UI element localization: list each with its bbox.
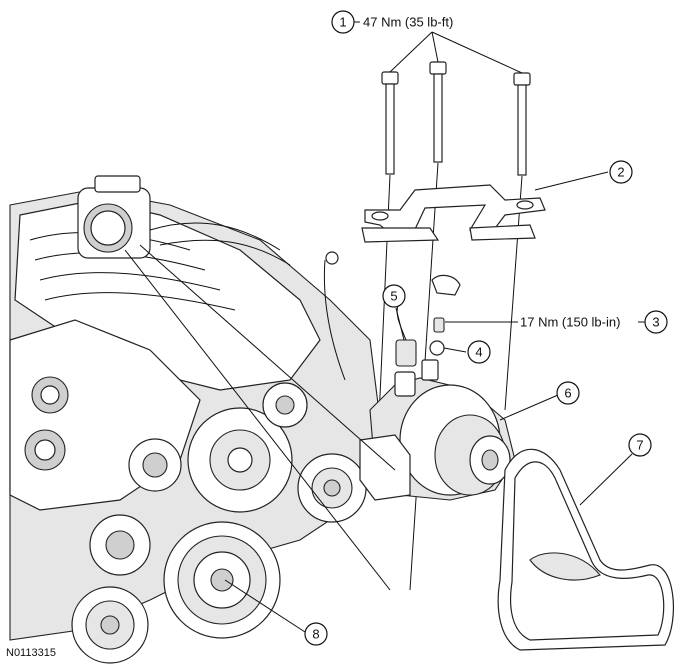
callout-3: 17 Nm (150 lb-in) 3 xyxy=(520,310,668,334)
callout-1: 1 47 Nm (35 lb-ft) xyxy=(331,10,453,34)
callout-circle xyxy=(304,622,328,646)
engine-assembly xyxy=(9,175,381,664)
generator-stud-nut xyxy=(429,274,461,356)
belt-tensioner xyxy=(89,514,151,576)
callout-circle xyxy=(609,160,633,184)
callout-number: 2 xyxy=(617,165,624,180)
crankshaft-pulley xyxy=(163,521,281,639)
callout-6: 6 xyxy=(556,381,580,405)
callout-7: 7 xyxy=(628,433,652,457)
callout-number: 4 xyxy=(475,345,482,360)
callout-number: 3 xyxy=(652,315,659,330)
callout-2: 2 xyxy=(609,160,633,184)
electrical-connector xyxy=(395,304,417,367)
callout-4: 4 xyxy=(467,340,491,364)
torque-spec: 17 Nm (150 lb-in) xyxy=(520,315,620,330)
idler-pulley xyxy=(128,438,182,492)
callout-number: 6 xyxy=(564,386,571,401)
bolt-center xyxy=(429,61,447,163)
figure-id: N0113315 xyxy=(6,647,56,659)
accessory-drive-belt xyxy=(497,448,675,651)
callout-number: 5 xyxy=(390,289,397,304)
callout-circle xyxy=(644,310,668,334)
callout-8: 8 xyxy=(304,622,328,646)
leader-lines xyxy=(124,31,633,633)
callout-circle xyxy=(628,433,652,457)
callout-5: 5 xyxy=(382,284,406,308)
callout-circle xyxy=(467,340,491,364)
bolt-right xyxy=(513,72,531,176)
torque-spec: 47 Nm (35 lb-ft) xyxy=(363,15,453,30)
callout-number: 8 xyxy=(312,627,319,642)
water-pump-pulley xyxy=(187,407,293,513)
throttle-body xyxy=(77,175,151,259)
generator-bracket xyxy=(361,184,546,243)
bolt-left xyxy=(381,71,399,175)
idler-pulley-upper xyxy=(262,382,308,428)
callout-number: 7 xyxy=(636,438,643,453)
callout-circle xyxy=(382,284,406,308)
power-steering-pulley xyxy=(297,453,367,523)
callout-circle xyxy=(556,381,580,405)
callout-number: 1 xyxy=(339,15,346,30)
ac-compressor-pulley xyxy=(71,586,149,664)
generator xyxy=(359,359,516,501)
